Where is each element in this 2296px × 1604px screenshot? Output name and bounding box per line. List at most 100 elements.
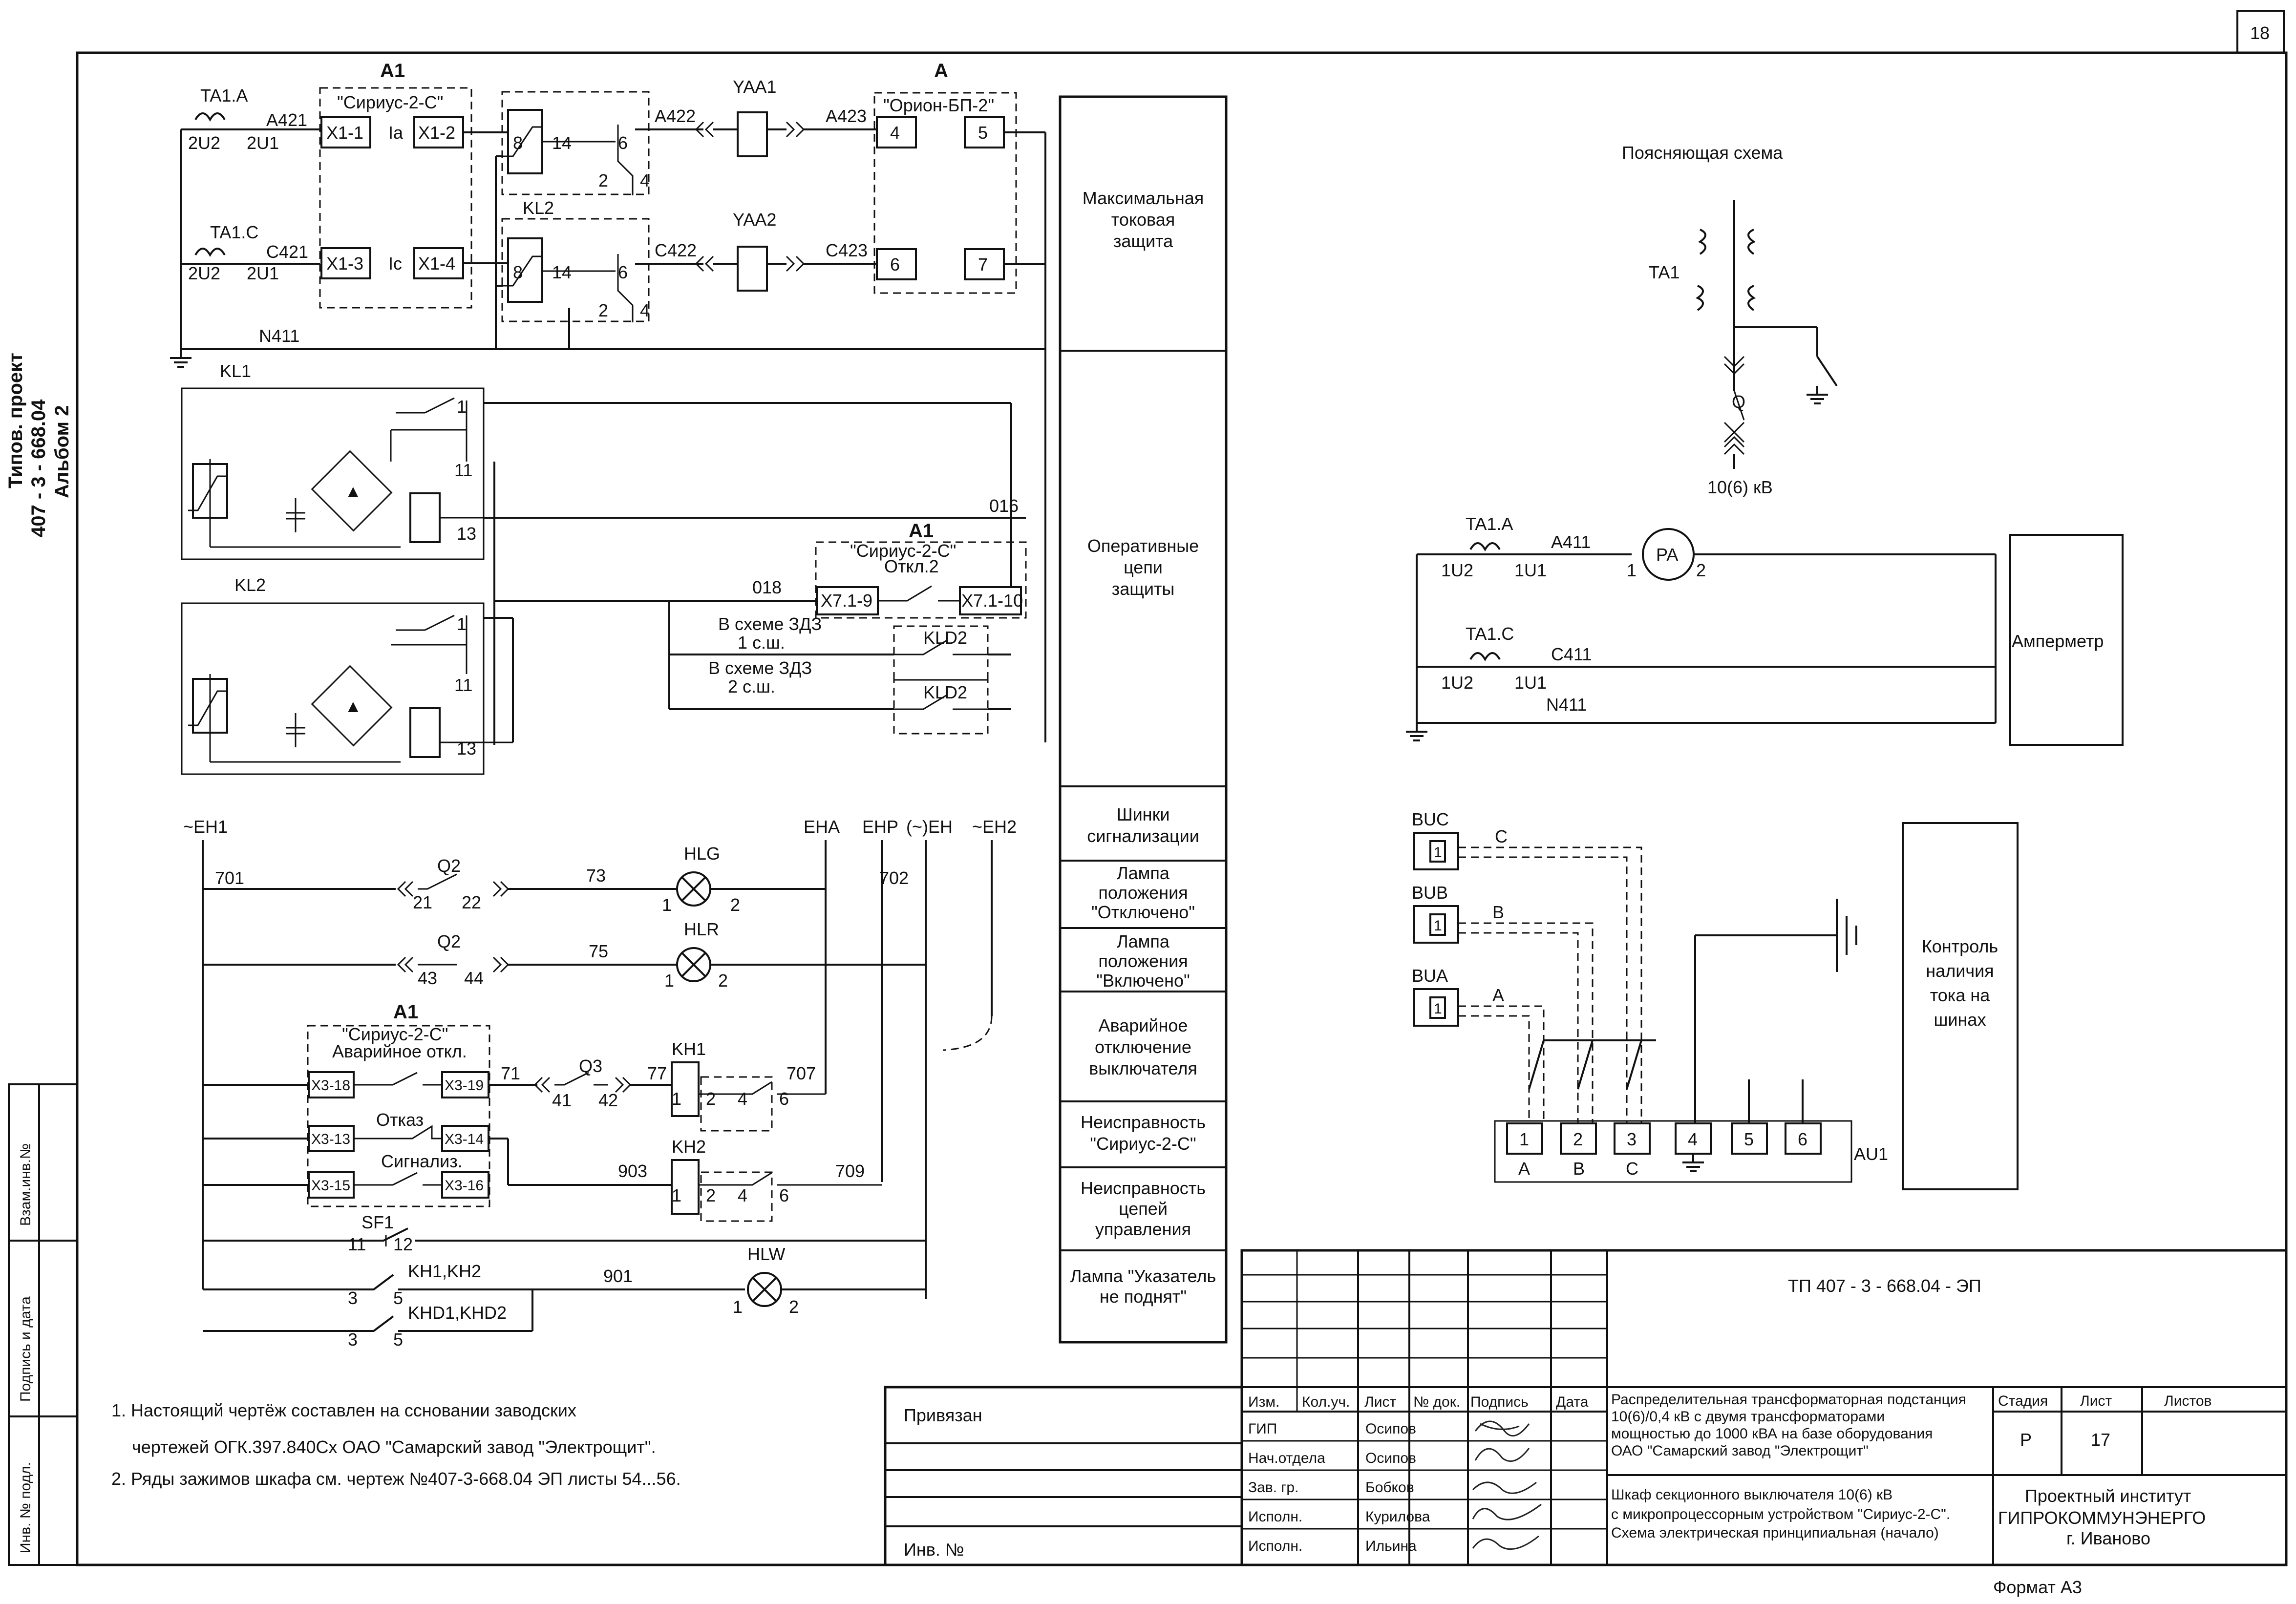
explain-1u2-a: 1U2 — [1441, 560, 1473, 580]
au1-wire-a: A — [1492, 985, 1504, 1005]
kh2-pin-2: 2 — [706, 1185, 716, 1205]
kl1-pin-11: 11 — [454, 460, 472, 480]
khd-pin-5: 5 — [393, 1330, 403, 1350]
kh1-pin-1: 1 — [672, 1089, 681, 1109]
mtz-circuit: TA1.A 2U2 2U1 A421 TA1.C 2U2 2U1 C421 A1… — [169, 60, 1046, 742]
sheet-title-3: Схема электрическая принципиальная (нача… — [1611, 1525, 1939, 1541]
hlw-pin-1: 1 — [733, 1297, 743, 1317]
signaliz-label: Сигнализ. — [381, 1151, 463, 1171]
kl2-pin-6b: 6 — [618, 262, 628, 282]
zdz1-label: В схеме ЗДЗ — [718, 614, 822, 634]
au1-t1: 1 — [1519, 1129, 1529, 1149]
col-data: Дата — [1556, 1394, 1589, 1410]
wire-702: 702 — [879, 868, 909, 888]
svg-text:▲: ▲ — [344, 696, 362, 716]
sirius-label-mtz: "Сириус-2-С" — [337, 92, 443, 112]
object-line-1: Распределительная трансформаторная подст… — [1611, 1392, 1966, 1408]
au1-t3: 3 — [1627, 1129, 1637, 1149]
wire-c422: C422 — [655, 240, 697, 260]
kh1-pin-2: 2 — [706, 1089, 716, 1109]
ssh2-label: 2 с.ш. — [728, 676, 775, 696]
yaa2-label: YAA2 — [733, 210, 776, 230]
kh2-pin-6: 6 — [779, 1185, 789, 1205]
x1-4: X1-4 — [418, 253, 455, 274]
kh2-label: KH2 — [672, 1137, 706, 1157]
bub-pin: 1 — [1434, 918, 1442, 934]
buc-pin: 1 — [1434, 844, 1442, 861]
org-line-3: г. Иваново — [2066, 1528, 2150, 1548]
orion-t5: 5 — [978, 123, 988, 143]
explain-scheme: Поясняющая схема TA1 Q 10(6) кВ TA1.A 1U… — [1405, 143, 2124, 746]
role-ispoln-2: Исполн. — [1248, 1538, 1302, 1554]
kl2-pin-11: 11 — [454, 675, 472, 695]
khkh-pin-3: 3 — [348, 1288, 358, 1308]
kld2-label-b: KLD2 — [923, 682, 967, 702]
sheet-title-2: с микропроцессорным устройством "Сириус-… — [1611, 1506, 1950, 1522]
sheet-number: 18 — [2250, 23, 2270, 43]
note-1-line-1: 1. Настоящий чертёж составлен на сснован… — [111, 1400, 576, 1420]
hlr-label: HLR — [684, 919, 719, 939]
orion-label: "Орион-БП-2" — [883, 95, 994, 115]
explain-ta1c: TA1.C — [1466, 624, 1514, 644]
kh1-pin-6: 6 — [779, 1089, 789, 1109]
stage-header: Стадия — [1998, 1393, 2048, 1409]
name-3: Бобков — [1365, 1479, 1414, 1496]
wire-a422: A422 — [655, 106, 696, 126]
kl2-pin-14b: 14 — [552, 262, 572, 282]
au1-circuit: BUC 1 BUB 1 BUA 1 C B A 1 2 — [1412, 809, 2019, 1190]
au1-t6: 6 — [1798, 1129, 1807, 1149]
lists-header: Листов — [2164, 1393, 2211, 1409]
au1-phase-c: C — [1626, 1159, 1638, 1179]
wire-2u1-a: 2U1 — [247, 133, 279, 153]
kl2-pin-1: 1 — [457, 614, 467, 634]
bus-peh: (~)EH — [906, 817, 953, 837]
org-line-2: ГИПРОКОММУНЭНЕРГО — [1998, 1508, 2206, 1528]
au1-label: AU1 — [1854, 1144, 1888, 1164]
x7-1-10: X7.1-10 — [961, 591, 1023, 611]
kl2-pin-8a: 8 — [513, 133, 523, 153]
title-code: ТП 407 - 3 - 668.04 - ЭП — [1788, 1276, 1981, 1296]
explain-pa-pin-1: 1 — [1627, 560, 1637, 580]
kl2-label-mtz: KL2 — [523, 198, 554, 218]
explain-title: Поясняющая схема — [1622, 143, 1783, 163]
sheet-frame — [76, 51, 2288, 1566]
kl2-pin-2a: 2 — [598, 170, 608, 190]
kl2-pin-14a: 14 — [552, 133, 572, 153]
kl2-pin-2b: 2 — [598, 300, 608, 320]
bus-eh1: ~EH1 — [183, 817, 228, 837]
bus-eha: EHA — [804, 817, 840, 837]
khkh-pin-5: 5 — [393, 1288, 403, 1308]
group-sirius-fault: Неисправность"Сириус-2-С" — [1081, 1112, 1206, 1154]
au1-t4: 4 — [1688, 1129, 1698, 1149]
explain-ta1: TA1 — [1649, 262, 1679, 282]
kl2-pin-4a: 4 — [640, 170, 650, 190]
note-2: 2. Ряды зажимов шкафа см. чертеж №407-3-… — [111, 1469, 681, 1489]
ic-label: Ic — [388, 253, 402, 274]
wire-901: 901 — [603, 1266, 633, 1286]
sirius-label-oper: "Сириус-2-С" — [850, 541, 956, 561]
otkl-label: Откл.2 — [884, 556, 939, 576]
hlg-label: HLG — [684, 844, 720, 864]
wire-n411-mtz: N411 — [259, 326, 299, 346]
x1-3: X1-3 — [326, 253, 363, 274]
explain-1u1-c: 1U1 — [1514, 673, 1547, 693]
explain-1u2-c: 1U2 — [1441, 673, 1473, 693]
explain-q: Q — [1732, 392, 1745, 412]
q3-label: Q3 — [579, 1056, 602, 1076]
role-nach: Нач.отдела — [1248, 1450, 1325, 1466]
kl2-pin-6a: 6 — [618, 133, 628, 153]
a1-label-oper: A1 — [909, 520, 934, 542]
sheet-number-box — [2236, 10, 2285, 54]
name-1: Осипов — [1365, 1421, 1416, 1437]
side-stamp: Инв. № подл. Подпись и дата Взам.инв.№ — [8, 1083, 78, 1566]
privyazan-label: Привязан — [904, 1405, 982, 1425]
wire-903: 903 — [618, 1161, 647, 1181]
col-podpis: Подпись — [1470, 1394, 1529, 1410]
title-block: Изм. Кол.уч. Лист № док. Подпись Дата ГИ… — [1240, 1249, 2288, 1566]
au1-t2: 2 — [1573, 1129, 1583, 1149]
wire-c421: C421 — [266, 242, 308, 262]
